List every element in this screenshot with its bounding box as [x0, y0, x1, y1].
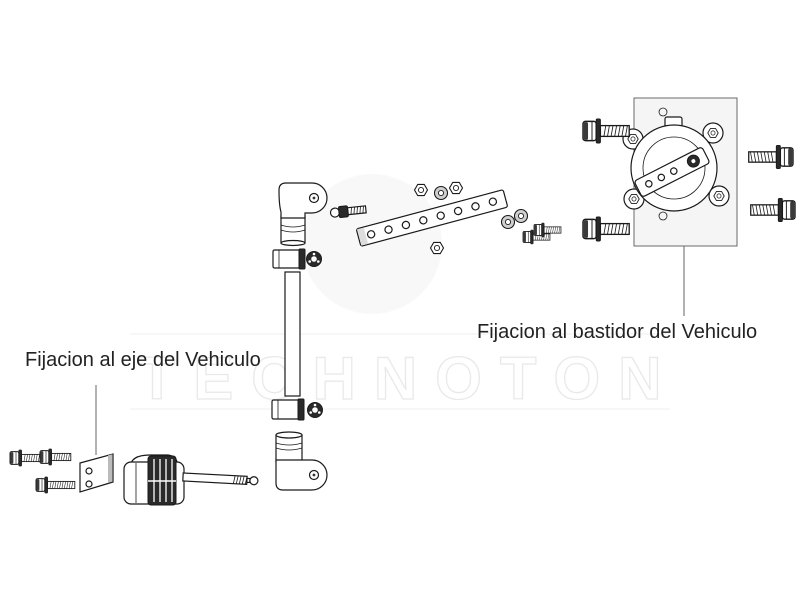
- axle-bolt: [39, 448, 72, 466]
- watermark: TECHNOTON: [130, 174, 680, 413]
- frame-mount-label: Fijacion al bastidor del Vehiculo: [477, 321, 757, 343]
- frame-bolt: [582, 216, 630, 242]
- hex-nut: [413, 183, 429, 197]
- frame-bolt: [582, 118, 630, 144]
- sensor-cover-bolt: [713, 191, 725, 201]
- axle-clamp-bushing: [123, 454, 185, 506]
- axle-bolt: [9, 449, 42, 467]
- adjustment-rod: [284, 271, 301, 397]
- rod-coupling-upper: [272, 248, 322, 270]
- sensor-lever: [634, 147, 710, 197]
- rod-coupling-lower: [271, 398, 323, 421]
- washer: [433, 185, 449, 201]
- lever-ball-end: [249, 476, 259, 486]
- plate-hole: [658, 211, 668, 221]
- washer: [513, 208, 529, 224]
- coupling-clamp: [307, 402, 323, 418]
- coupling-clamp: [306, 251, 322, 267]
- axle-mount-label: Fijacion al eje del Vehiculo: [25, 349, 261, 371]
- frame-bolt: [748, 144, 794, 170]
- sensor-cover-bolt: [707, 128, 719, 138]
- washer: [500, 214, 516, 230]
- lower-ball-socket: [275, 431, 328, 491]
- lever-rod: [182, 472, 259, 486]
- axle-bracket: [79, 453, 114, 493]
- frame-bolt: [750, 197, 796, 223]
- axle-bolt-long: [35, 476, 76, 494]
- upper-ball-socket: [278, 182, 328, 247]
- plate-hole: [658, 107, 668, 117]
- hex-nut: [448, 181, 464, 195]
- hex-nut: [429, 241, 445, 255]
- ball-stud: [329, 205, 367, 218]
- watermark-text: TECHNOTON: [139, 345, 680, 412]
- sensor-cover-bolt: [628, 194, 640, 204]
- axle-load-sensor: [622, 116, 730, 212]
- perforated-link-bar: [356, 189, 508, 247]
